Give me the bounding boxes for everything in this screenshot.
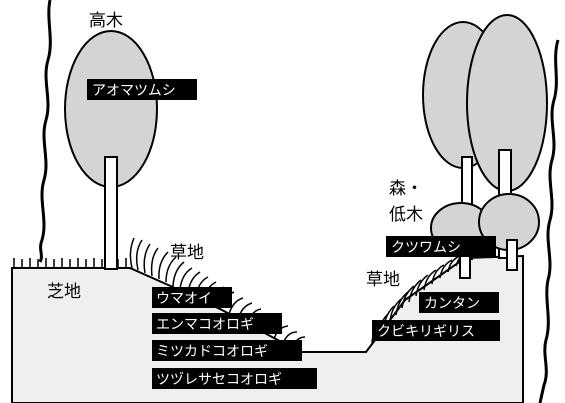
- tag-enmakoorogi-text: エンマコオロギ: [156, 317, 254, 333]
- tag-kantan: カンタン: [419, 292, 499, 313]
- label-grass-left: 草地: [170, 243, 204, 263]
- left-torn-edge: [38, 0, 52, 263]
- tag-kubikirigirisu: クビキリギリス: [372, 320, 500, 341]
- shrub-trunk-right: [506, 239, 518, 271]
- label-grass-right: 草地: [366, 270, 400, 290]
- tag-kantan-text: カンタン: [424, 296, 480, 312]
- tag-mitsukadokoorogi: ミツカドコオロギ: [152, 340, 302, 361]
- tag-aomatsumushi: アオマツムシ: [87, 79, 197, 100]
- tag-umaoi-text: ウマオイ: [156, 291, 212, 307]
- tag-umaoi: ウマオイ: [152, 287, 232, 308]
- tag-tsuzuresasekoorogi-text: ツヅレサセコオロギ: [156, 372, 282, 388]
- lawn-grass: [13, 258, 127, 268]
- tall-tree: [64, 30, 158, 270]
- tag-kubikirigirisu-text: クビキリギリス: [377, 324, 475, 340]
- tall-tree-trunk: [104, 156, 118, 270]
- label-lawn: 芝地: [47, 282, 81, 302]
- label-tall-tree: 高木: [89, 11, 123, 31]
- label-forest: 森・: [389, 179, 423, 199]
- tag-enmakoorogi: エンマコオロギ: [152, 313, 282, 334]
- tag-kutsuwamushi-text: クツワムシ: [391, 240, 461, 256]
- tag-aomatsumushi-text: アオマツムシ: [92, 83, 176, 99]
- label-shrub: 低木: [389, 205, 423, 225]
- tag-tsuzuresasekoorogi: ツヅレサセコオロギ: [152, 368, 317, 389]
- tag-mitsukadokoorogi-text: ミツカドコオロギ: [156, 344, 268, 360]
- right-torn-edge: [538, 39, 560, 403]
- tag-kutsuwamushi: クツワムシ: [386, 236, 496, 257]
